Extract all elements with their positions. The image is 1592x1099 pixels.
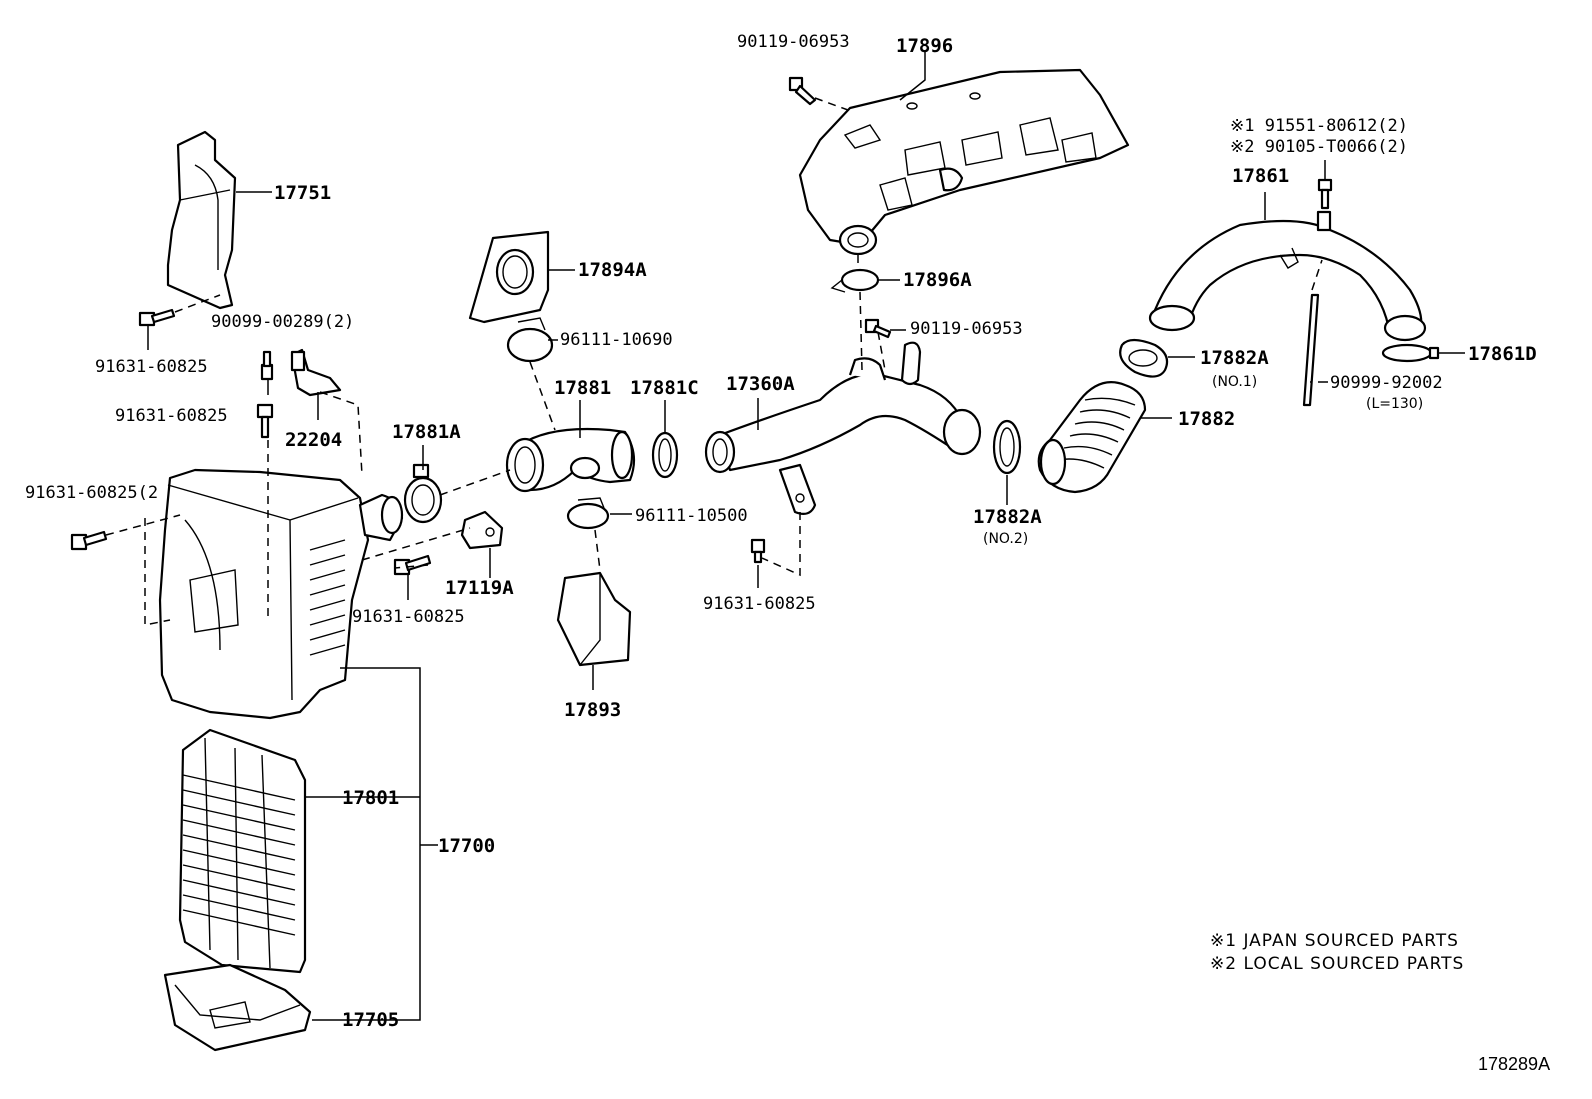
label-17861: 17861 [1232, 165, 1289, 187]
bolt-91631-17360A [750, 538, 766, 564]
label-90999-92002: 90999-92002 [1330, 373, 1443, 393]
clamp-17896A [830, 268, 880, 293]
clamp-96111-10500 [566, 497, 610, 530]
label-91631-60825-a: 91631-60825 [95, 357, 208, 377]
label-17882: 17882 [1178, 408, 1235, 430]
label-17896A: 17896A [903, 269, 972, 291]
clamp-17882A-no2 [992, 419, 1022, 475]
pipe-17861 [1148, 210, 1427, 342]
label-91631-60825-c: 91631-60825(2 [25, 483, 158, 503]
label-no1: (NO.1) [1212, 374, 1257, 390]
label-17700: 17700 [438, 835, 495, 857]
duct-17751 [166, 130, 237, 310]
label-17751: 17751 [274, 182, 331, 204]
label-17882A-no1: 17882A [1200, 347, 1269, 369]
hose-17882 [1037, 381, 1147, 494]
engine-cover-17896 [798, 68, 1130, 256]
label-l130: (L=130) [1366, 396, 1423, 412]
label-17896: 17896 [896, 35, 953, 57]
label-17882A-no2: 17882A [973, 506, 1042, 528]
label-96111-10500: 96111-10500 [635, 506, 748, 526]
label-17861D: 17861D [1468, 343, 1537, 365]
label-17893: 17893 [564, 699, 621, 721]
label-17119A: 17119A [445, 577, 514, 599]
leader-lines [147, 50, 1465, 1021]
label-17801: 17801 [342, 787, 399, 809]
clamp-96111-10690 [506, 317, 554, 363]
clamp-17882A-no1 [1119, 338, 1169, 378]
label-91551-80612: ※1 91551-80612(2) [1230, 116, 1408, 136]
sensor-22204 [290, 348, 342, 397]
label-91631-60825-d: 91631-60825 [703, 594, 816, 614]
lower-case-17705 [163, 963, 312, 1052]
bolt-91631-17751 [138, 308, 176, 327]
label-17705: 17705 [342, 1009, 399, 1031]
clamp-17881C [651, 431, 679, 479]
label-90099-00289: 90099-00289(2) [211, 312, 354, 332]
bolt-91631-left [70, 530, 108, 551]
label-91631-60825-b: 91631-60825 [115, 406, 228, 426]
bracket-17119A [460, 510, 504, 550]
label-17360A: 17360A [726, 373, 795, 395]
label-90119-06953-mid: 90119-06953 [910, 319, 1023, 339]
duct-17894A [468, 230, 550, 324]
label-17881A: 17881A [392, 421, 461, 443]
label-22204: 22204 [285, 429, 342, 451]
dashed-lines [105, 97, 1323, 626]
label-17881C: 17881C [630, 377, 699, 399]
label-90119-06953-top: 90119-06953 [737, 32, 850, 52]
clamp-17861D [1381, 343, 1440, 363]
bolt-90099 [260, 350, 274, 381]
bolt-90119-mid [864, 318, 892, 339]
label-17894A: 17894A [578, 259, 647, 281]
bolt-91631-vertical [256, 403, 274, 439]
bolt-91551-90105 [1317, 178, 1333, 210]
clamp-17881A [403, 463, 443, 524]
duct-17893 [556, 571, 632, 667]
label-96111-10690: 96111-10690 [560, 330, 673, 350]
label-91631-60825-e: 91631-60825 [352, 607, 465, 627]
note-local-sourced: ※2 LOCAL SOURCED PARTS [1210, 954, 1464, 974]
label-17881: 17881 [554, 377, 611, 399]
air-cleaner-case [158, 468, 404, 720]
filter-element-17801 [178, 728, 307, 974]
figure-reference: 178289A [1478, 1054, 1550, 1074]
label-90105-T0066: ※2 90105-T0066(2) [1230, 137, 1408, 157]
note-japan-sourced: ※1 JAPAN SOURCED PARTS [1210, 931, 1459, 951]
bolt-90119-top [788, 76, 817, 106]
label-no2: (NO.2) [983, 531, 1028, 547]
pipe-17360A [704, 341, 982, 515]
hose-17881 [505, 427, 636, 493]
pin-90999 [1302, 293, 1320, 407]
